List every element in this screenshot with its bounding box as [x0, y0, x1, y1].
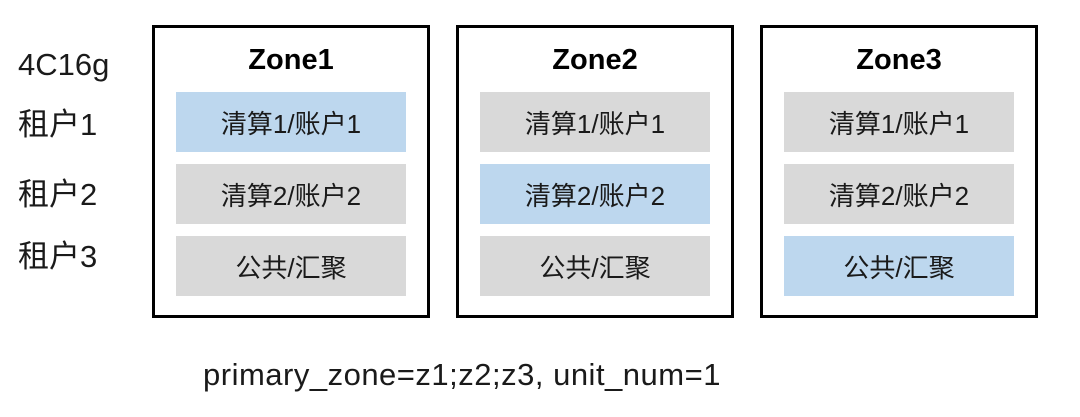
- unit-cell-clearing2: 清算2/账户2: [784, 164, 1014, 224]
- node-spec-label: 4C16g: [18, 47, 110, 82]
- zone-box-2: Zone2 清算1/账户1 清算2/账户2 公共/汇聚: [456, 25, 734, 318]
- zone-box-3: Zone3 清算1/账户1 清算2/账户2 公共/汇聚: [760, 25, 1038, 318]
- unit-cell-clearing1: 清算1/账户1: [480, 92, 710, 152]
- tenant-1-label: 租户1: [18, 107, 98, 142]
- zone-title: Zone3: [856, 43, 942, 76]
- zones-container: Zone1 清算1/账户1 清算2/账户2 公共/汇聚 Zone2 清算1/账户…: [152, 25, 1038, 318]
- tenant-3-label: 租户3: [18, 239, 98, 274]
- tenant-2-label: 租户2: [18, 177, 98, 212]
- zone-title: Zone1: [248, 43, 334, 76]
- config-caption: primary_zone=z1;z2;z3, unit_num=1: [203, 357, 721, 392]
- unit-cell-clearing1: 清算1/账户1: [176, 92, 406, 152]
- unit-cell-public: 公共/汇聚: [480, 236, 710, 296]
- unit-cell-public: 公共/汇聚: [784, 236, 1014, 296]
- unit-cell-clearing2: 清算2/账户2: [176, 164, 406, 224]
- unit-cell-clearing1: 清算1/账户1: [784, 92, 1014, 152]
- unit-cell-clearing2: 清算2/账户2: [480, 164, 710, 224]
- zone-title: Zone2: [552, 43, 638, 76]
- unit-cell-public: 公共/汇聚: [176, 236, 406, 296]
- zone-box-1: Zone1 清算1/账户1 清算2/账户2 公共/汇聚: [152, 25, 430, 318]
